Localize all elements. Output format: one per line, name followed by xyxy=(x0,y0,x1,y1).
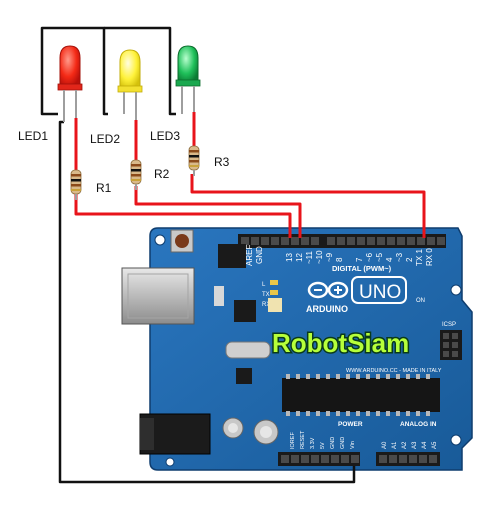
arduino-board: AREF GND 13 12 ~11 ~10 ~9 8 7 ~6 ~5 4 ~3… xyxy=(121,227,473,471)
led1-red xyxy=(57,45,83,122)
component-labels: LED1 LED2 LED3 R1 R2 R3 xyxy=(18,129,230,195)
digital-pin-labels: AREF GND 13 12 ~11 ~10 ~9 8 7 ~6 ~5 4 ~3… xyxy=(245,245,434,266)
capacitors xyxy=(222,417,279,445)
label-r3: R3 xyxy=(214,155,230,169)
l-led-label: L xyxy=(262,282,266,288)
icsp-header xyxy=(440,330,462,360)
digital-header xyxy=(238,234,446,248)
component xyxy=(214,286,224,306)
pin-label-aref: AREF xyxy=(245,245,254,266)
analog-pin-a3: A3 xyxy=(412,441,418,449)
power-pin-labels: IOREF RESET 3.3V 5V GND GND Vin xyxy=(290,430,356,449)
power-pin-vin: Vin xyxy=(350,441,356,449)
analog-pin-a0: A0 xyxy=(382,441,388,449)
analog-pin-a1: A1 xyxy=(392,441,398,449)
resistor-r3 xyxy=(188,145,200,171)
regulator xyxy=(236,368,252,384)
pin-label-7: 7 xyxy=(355,257,364,262)
analog-pin-a4: A4 xyxy=(422,441,428,449)
pin-label-4: 4 xyxy=(385,257,394,262)
robotsiam-watermark: RobotSiam xyxy=(272,328,409,358)
tx-led xyxy=(270,290,278,295)
pin-label-8: 8 xyxy=(335,257,344,262)
power-jack xyxy=(139,413,211,455)
crystal xyxy=(225,341,271,359)
power-header xyxy=(278,452,360,466)
label-led3: LED3 xyxy=(150,129,180,143)
pin-label-3: ~3 xyxy=(395,252,404,262)
power-pin-5v: 5V xyxy=(320,442,326,449)
usb-connector xyxy=(121,267,195,325)
pin-label-rx0: RX 0 xyxy=(425,248,434,266)
wire-r3-pin2 xyxy=(190,174,426,238)
icsp-header-small xyxy=(218,244,246,268)
power-pin-3v3: 3.3V xyxy=(310,437,316,449)
pin-label-12: 12 xyxy=(295,253,304,262)
label-r2: R2 xyxy=(154,167,170,181)
model-badge xyxy=(351,276,407,304)
resistor-r1 xyxy=(70,169,82,195)
brand-text: ARDUINO xyxy=(306,304,348,314)
label-led2: LED2 xyxy=(90,132,120,146)
arduino-logo xyxy=(307,281,349,299)
l-led xyxy=(270,280,278,285)
wires xyxy=(40,26,426,484)
reset-button xyxy=(170,229,194,253)
led2-yellow xyxy=(117,49,143,120)
analog-pin-a2: A2 xyxy=(402,441,408,449)
digital-label: DIGITAL (PWM~) xyxy=(332,264,392,273)
led3-green xyxy=(175,45,201,114)
pin-label-11: ~11 xyxy=(305,250,314,264)
analog-header xyxy=(376,452,440,466)
analog-label: ANALOG IN xyxy=(400,421,437,428)
power-pin-ioref: IOREF xyxy=(290,432,296,449)
power-label: POWER xyxy=(338,421,363,428)
atmega-chip xyxy=(282,374,440,416)
rx-led-label: RX xyxy=(262,302,270,308)
polyfuse xyxy=(268,298,282,312)
label-r1: R1 xyxy=(96,181,112,195)
pin-label-6: ~6 xyxy=(365,252,374,262)
on-label: ON xyxy=(416,298,425,304)
pin-label-tx1: TX 1 xyxy=(415,249,424,266)
tx-led-label: TX xyxy=(262,292,270,298)
pin-label-gnd: GND xyxy=(255,246,264,264)
analog-pin-a5: A5 xyxy=(432,441,438,449)
resistor-r2 xyxy=(130,159,142,185)
ground-wire-top-right xyxy=(104,26,176,116)
pin-label-13: 13 xyxy=(285,253,294,262)
label-led1: LED1 xyxy=(18,129,48,143)
wire-r1-pin13 xyxy=(74,192,292,238)
usb-chip xyxy=(234,300,256,322)
analog-pin-labels: A0 A1 A2 A3 A4 A5 xyxy=(382,441,438,449)
pin-label-9: ~9 xyxy=(325,252,334,262)
icsp-label: ICSP xyxy=(442,322,456,328)
power-pin-gnd-1: GND xyxy=(330,437,336,449)
model-text: UNO xyxy=(359,282,401,303)
pin-label-2: 2 xyxy=(405,257,414,262)
power-pin-gnd-2: GND xyxy=(340,437,346,449)
ground-wire-top-left xyxy=(40,26,108,116)
ground-wire-main xyxy=(58,120,356,484)
pin-label-5: ~5 xyxy=(375,252,384,262)
wire-r2-pin12 xyxy=(134,186,302,238)
power-pin-reset: RESET xyxy=(300,430,306,449)
pin-label-10: ~10 xyxy=(315,250,324,264)
website-text: WWW.ARDUINO.CC - MADE IN ITALY xyxy=(346,368,442,374)
